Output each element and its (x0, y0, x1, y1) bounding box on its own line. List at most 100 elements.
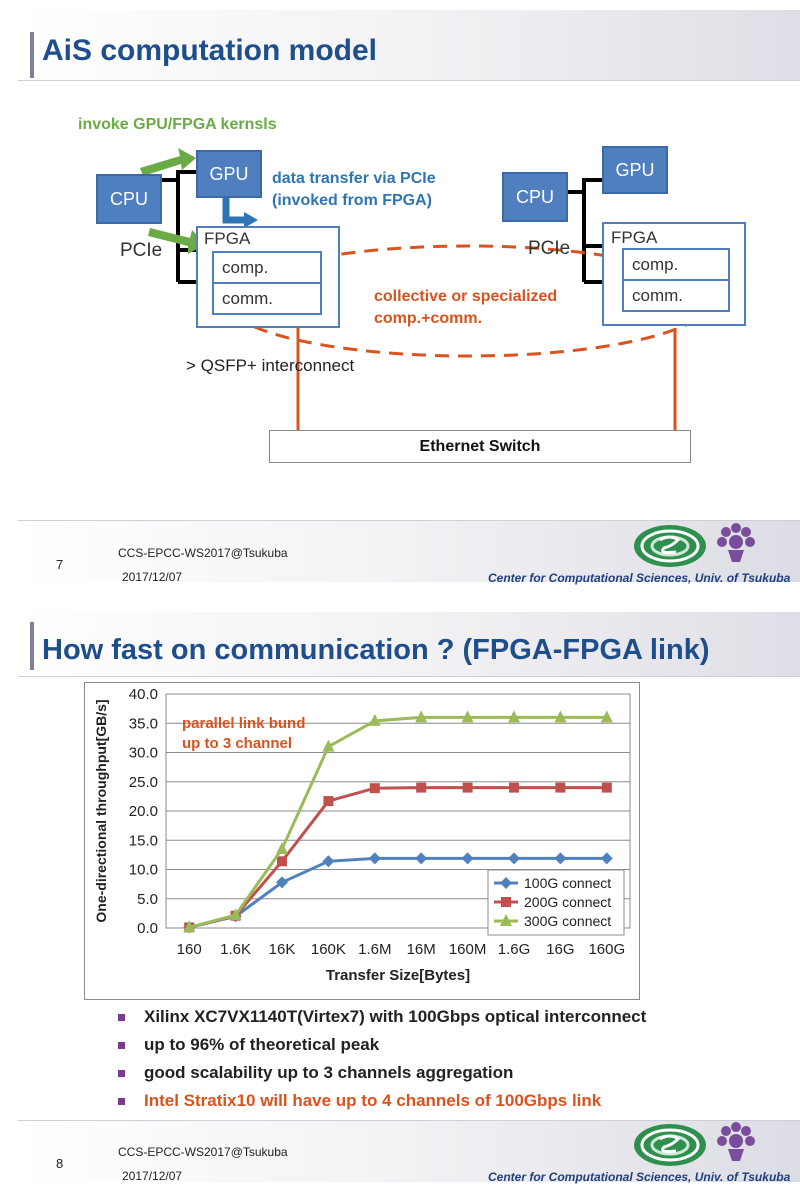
x-tick-label: 1.6G (498, 941, 531, 958)
x-tick-label: 160M (449, 941, 487, 958)
transfer-label-1: data transfer via PCIe (272, 170, 436, 187)
x-tick-label: 160 (177, 941, 202, 958)
series-1-point (600, 852, 613, 865)
series-2-point (555, 782, 566, 793)
legend-swatch-marker (500, 877, 512, 889)
comp-box-left: comp. (212, 251, 322, 284)
throughput-chart: 0.0 5.0 10.0 15.0 20.0 25.0 30.0 35.0 40.0 160 1.6… (93, 686, 631, 984)
footer-rule (18, 520, 800, 521)
series-2-point (369, 783, 380, 794)
bullet-marker (118, 1042, 125, 1049)
bullet-item: Xilinx XC7VX1140T(Virtex7) with 100Gbps … (118, 1003, 646, 1031)
arrow-gpu-to-fpga (222, 196, 244, 224)
legend-swatch-marker (501, 897, 511, 907)
collective-label-2: comp.+comm. (374, 310, 483, 327)
collective-label-1: collective or specialized (374, 288, 558, 305)
title-accent (30, 32, 34, 78)
pcie-label-left: PCIe (120, 240, 163, 261)
series-1-point (322, 855, 335, 868)
y-tick-label: 35.0 (129, 715, 158, 732)
chart-annotation-2: up to 3 channel (182, 735, 292, 752)
gpu-box-left: GPU (196, 150, 262, 198)
tsukuba-crest-icon (717, 523, 755, 562)
legend-swatch-marker (500, 914, 512, 926)
qsfp-label: > QSFP+ interconnect (186, 356, 355, 375)
series-2-point (462, 782, 473, 793)
y-tick-label: 5.0 (137, 891, 158, 908)
pcie-label-right: PCIe (528, 238, 571, 259)
series-line-3 (188, 715, 607, 929)
x-tick-label: 16M (407, 941, 436, 958)
arrow-cpu-to-gpu (140, 148, 196, 176)
series-1-point (415, 852, 428, 865)
invoke-kernels-label: invoke GPU/FPGA kernsls (78, 116, 277, 133)
series-line-2 (188, 786, 607, 929)
title-accent (30, 622, 34, 670)
x-tick-label: 1.6K (220, 941, 251, 958)
series-2-point (601, 782, 612, 793)
cpu-box-right: CPU (502, 172, 568, 222)
y-tick-label: 40.0 (129, 686, 158, 703)
fpga-label-right: FPGA (611, 228, 658, 247)
series-1-point (508, 852, 520, 865)
x-tick-label: 160K (311, 941, 346, 958)
series-2-point (416, 782, 427, 793)
ccs-logo-icon (634, 1124, 706, 1166)
arrow-cpu-to-fpga (148, 228, 206, 254)
series-3-point (229, 908, 242, 921)
series-2-point (509, 782, 519, 793)
x-tick-label: 160G (588, 941, 625, 958)
legend-entry: 200G connect (524, 894, 611, 910)
bullet-marker (118, 1070, 125, 1077)
y-axis-label: One-directional throughput[GB/s] (93, 699, 109, 922)
series-3-point (322, 739, 335, 752)
gpu-box-right: GPU (602, 146, 668, 194)
chart-frame (84, 682, 640, 1000)
series-3-point (508, 710, 520, 723)
y-tick-label: 0.0 (137, 920, 158, 937)
y-tick-label: 20.0 (129, 803, 158, 820)
series-1-point (461, 852, 474, 865)
slide-title: AiS computation model (42, 34, 378, 67)
slide-title: How fast on communication ? (FPGA-FPGA l… (42, 634, 710, 666)
comm-box-left: comm. (212, 282, 322, 315)
series-line-1 (188, 856, 607, 929)
bullet-item: good scalability up to 3 channels aggreg… (118, 1059, 646, 1087)
y-tick-label: 15.0 (129, 832, 158, 849)
center-label: Center for Computational Sciences, Univ.… (488, 571, 791, 585)
arrow-head-transfer (244, 212, 258, 228)
series-2-point (277, 856, 287, 867)
center-label: Center for Computational Sciences, Univ.… (488, 1170, 791, 1184)
transfer-label-2: (invoked from FPGA) (272, 192, 433, 209)
footer-rule (18, 1120, 800, 1121)
series-3-point (461, 710, 474, 723)
slide-7: AiS computation model invoke GPU/FPGA ke… (18, 10, 800, 585)
fpga-label-left: FPGA (204, 229, 251, 248)
x-tick-label: 16G (546, 941, 574, 958)
y-tick-label: 10.0 (129, 862, 158, 879)
series-3-point (554, 710, 567, 723)
title-band (18, 10, 800, 80)
ethernet-switch: Ethernet Switch (269, 430, 691, 463)
series-3-point (368, 713, 381, 726)
series-1-point (368, 852, 381, 865)
x-tick-label: 1.6M (358, 941, 391, 958)
title-band (18, 612, 800, 676)
conference-label: CCS-EPCC-WS2017@Tsukuba (118, 546, 288, 560)
date-label: 2017/12/07 (122, 570, 183, 584)
series-2-point (323, 796, 334, 807)
date-label: 2017/12/07 (122, 1169, 183, 1183)
ccs-logo-icon (634, 525, 706, 567)
page-number: 7 (56, 557, 64, 572)
series-3-point (415, 710, 428, 723)
title-rule (18, 80, 800, 81)
bullet-marker (118, 1014, 125, 1021)
cpu-box-left: CPU (96, 174, 162, 224)
tsukuba-crest-icon (717, 1122, 755, 1161)
y-tick-label: 30.0 (129, 745, 158, 762)
y-tick-label: 25.0 (129, 774, 158, 791)
x-tick-label: 16K (269, 941, 296, 958)
series-1-point (554, 852, 567, 865)
comm-box-right: comm. (622, 279, 730, 312)
series-3-point (183, 920, 196, 933)
